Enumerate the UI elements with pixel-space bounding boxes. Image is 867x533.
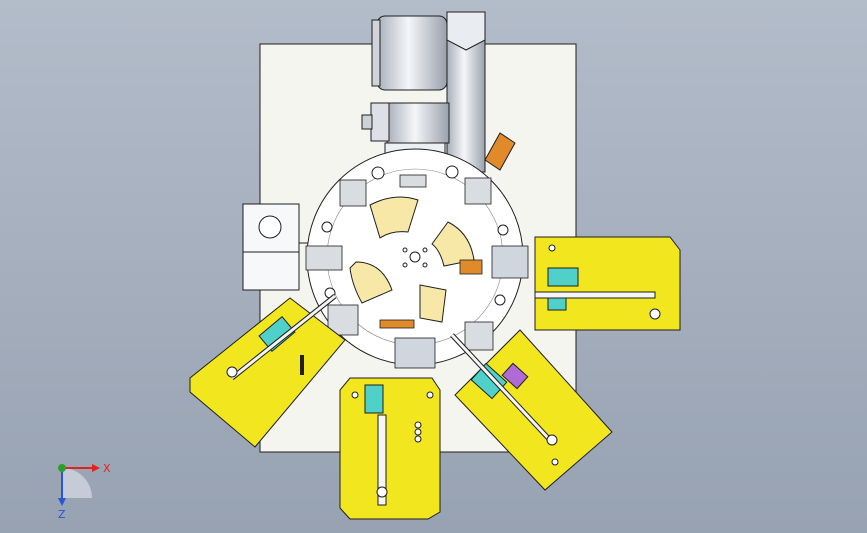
turntable-nests xyxy=(305,174,529,369)
feeder-station-bottom-right[interactable] xyxy=(450,329,613,491)
side-module-left xyxy=(242,203,318,291)
feeder-station-bottom[interactable] xyxy=(339,377,441,520)
coordinate-triad-icon: X Z xyxy=(58,462,111,521)
feeder-station-right[interactable] xyxy=(534,236,681,331)
feeder-station-left[interactable] xyxy=(189,294,346,448)
drive-motor xyxy=(361,11,516,174)
x-axis-label: X xyxy=(103,462,111,475)
z-axis-label: Z xyxy=(58,508,66,521)
